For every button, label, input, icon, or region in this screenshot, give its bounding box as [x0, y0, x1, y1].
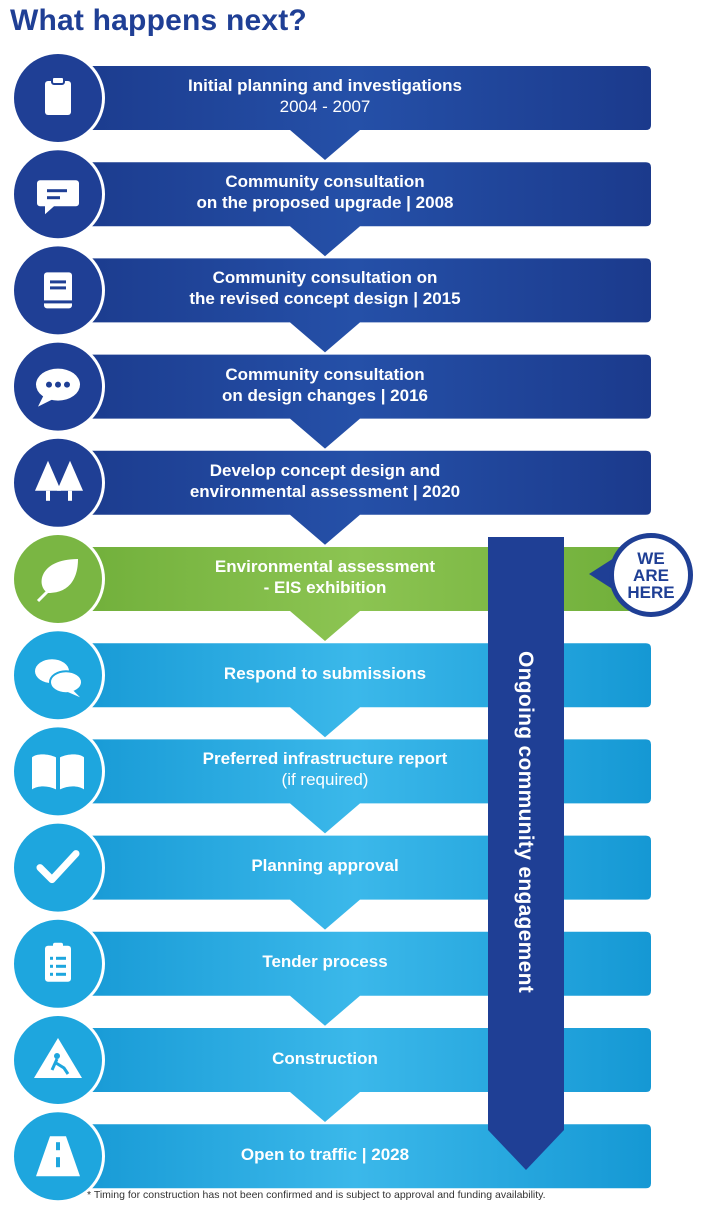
road-icon: [36, 1136, 80, 1177]
footnote: * Timing for construction has not been c…: [87, 1189, 546, 1201]
step-label-1: Initial planning and investigations 2004 …: [92, 75, 558, 117]
step-label-10: Tender process: [92, 951, 558, 972]
trees-icon: [35, 460, 83, 501]
step-bar-3: [60, 258, 651, 353]
step-label-line-2: the revised concept design | 2015: [189, 289, 461, 309]
step-label-line-1: Respond to submissions: [223, 663, 427, 683]
step-label-line-2: on design changes | 2016: [222, 385, 428, 405]
we-are-here-line-1: WE: [637, 548, 665, 568]
step-label-line-1: Planning approval: [251, 856, 399, 876]
step-icon-circle-7: [11, 628, 105, 723]
step-label-7: Respond to submissions: [92, 663, 558, 684]
step-icon-circle-5: [11, 435, 105, 530]
step-label-line-1: Community consultation: [225, 364, 425, 384]
we-are-here-pointer: [589, 558, 614, 590]
step-label-line-2: on the proposed upgrade | 2008: [196, 193, 454, 213]
we-are-here-line-3: HERE: [627, 582, 675, 602]
step-label-line-1: Preferred infrastructure report: [202, 749, 448, 769]
open-book-icon: [32, 754, 84, 790]
step-bar-5: [60, 450, 651, 545]
step-label-line-1: Initial planning and investigations: [188, 76, 462, 95]
step-label-line-1: Community consultation: [225, 172, 425, 192]
step-icon-circle-11: [11, 1013, 105, 1107]
step-icon-circle-12: [11, 1109, 105, 1204]
ongoing-engagement-label: Ongoing community engagement: [514, 650, 537, 994]
step-label-6: Environmental assessment - EIS exhibition: [92, 556, 558, 598]
checklist-icon: [45, 942, 71, 982]
step-label-line-1: Construction: [272, 1048, 378, 1068]
step-icon-circle-8: [11, 724, 105, 819]
step-label-8: Preferred infrastructure report(if requi…: [92, 748, 558, 790]
message-icon: [37, 180, 79, 215]
book-icon: [44, 272, 72, 309]
step-icon-circle-10: [11, 916, 105, 1011]
step-icon-circle-9: [11, 820, 105, 915]
step-label-line-1: Develop concept design and: [209, 460, 441, 480]
clipboard-icon: [45, 76, 71, 115]
checkmark-icon: [36, 850, 80, 884]
step-bar-1: [60, 66, 651, 160]
ongoing-engagement-bar: [488, 537, 564, 1170]
step-label-line-1: Open to traffic | 2028: [240, 1144, 410, 1164]
step-icon-circle-1: [11, 51, 105, 145]
step-label-line-1: Community consultation on: [212, 268, 438, 288]
page-title: What happens next?: [10, 4, 307, 37]
step-icon-circle-4: [11, 339, 105, 434]
step-bar-4: [60, 354, 651, 449]
step-label-9: Planning approval: [92, 855, 558, 876]
roadwork-sign-icon: [34, 1038, 82, 1078]
step-label-12: Open to traffic | 2028: [92, 1144, 558, 1165]
step-label-line-1: Environmental assessment: [214, 557, 436, 576]
step-icon-circle-3: [11, 243, 105, 338]
we-are-here-line-2: ARE: [633, 565, 669, 585]
step-label-line-2: environmental assessment | 2020: [189, 481, 461, 501]
ongoing-engagement-arrow: [488, 537, 564, 1170]
leaf-icon: [36, 559, 78, 603]
step-icon-circle-2: [11, 147, 105, 242]
speech-bubble-icon: [36, 368, 80, 407]
we-are-here-badge: WE ARE HERE: [609, 533, 693, 617]
step-label-line-2: 2004 - 2007: [279, 97, 371, 116]
step-label-line-2: (if required): [281, 770, 369, 790]
step-label-line-1: Tender process: [262, 952, 388, 972]
step-icon-circle-6: [11, 532, 105, 626]
step-bar-2: [60, 162, 651, 257]
step-label-line-2: - EIS exhibition: [263, 578, 387, 597]
chat-bubbles-icon: [35, 659, 83, 698]
step-label-11: Construction: [92, 1048, 558, 1069]
